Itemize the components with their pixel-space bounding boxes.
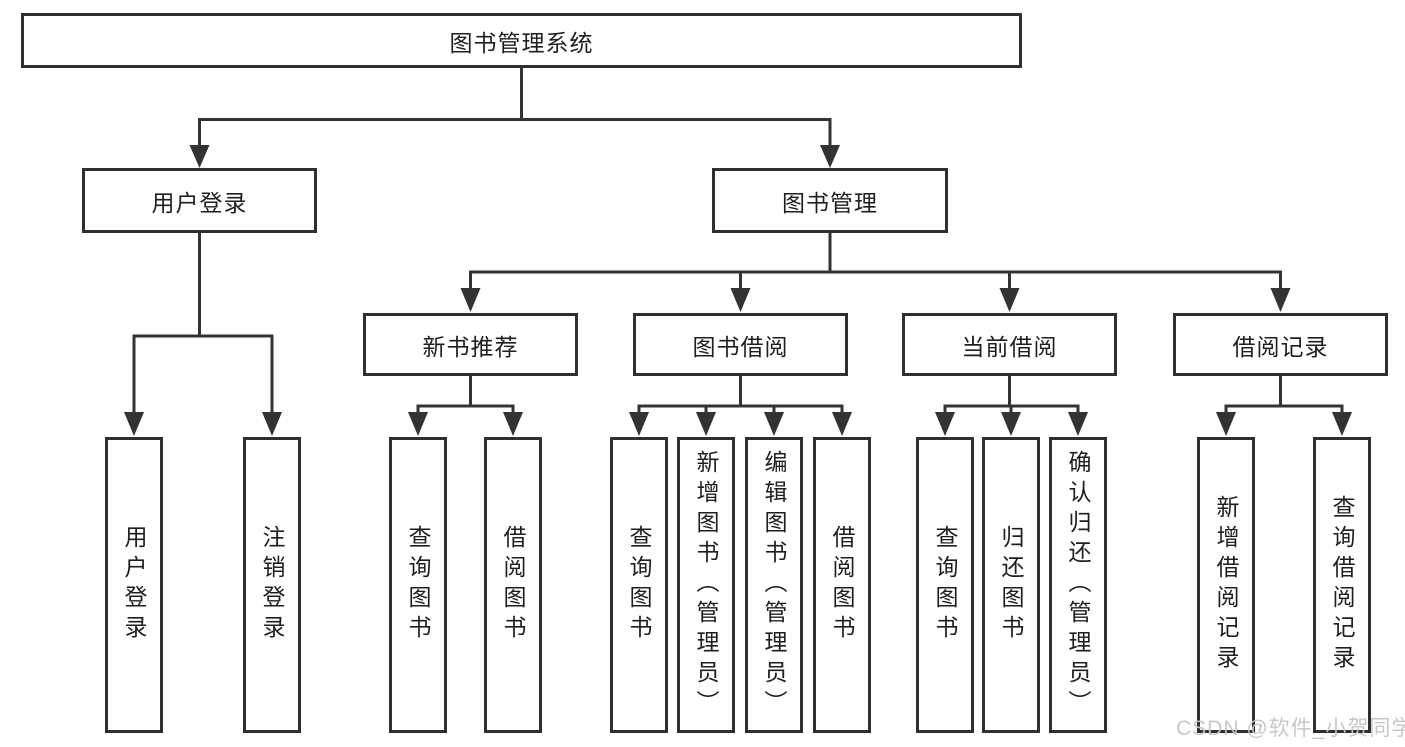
leaf-nbr-query-books-label: 查询图书	[405, 525, 431, 645]
leaf-bb-query-books: 查询图书	[610, 437, 668, 733]
leaf-br-query-record-label: 查询借阅记录	[1329, 495, 1355, 675]
node-current-borrow-label: 当前借阅	[961, 333, 1058, 360]
node-user-login: 用户登录	[82, 168, 317, 233]
node-book-borrow-label: 图书借阅	[692, 333, 789, 360]
node-user-login-label: 用户登录	[151, 189, 248, 216]
leaf-bb-edit-books-admin: 编辑图书（管理员）	[745, 437, 803, 733]
leaf-bb-borrow-books: 借阅图书	[813, 437, 871, 733]
leaf-cb-query-books-label: 查询图书	[932, 525, 958, 645]
node-new-book-recommend: 新书推荐	[363, 313, 578, 376]
node-book-management-label: 图书管理	[782, 189, 878, 216]
node-book-borrow: 图书借阅	[633, 313, 848, 376]
leaf-bb-add-books-admin-label: 新增图书（管理员）	[693, 450, 719, 720]
leaf-bb-borrow-books-label: 借阅图书	[829, 525, 855, 645]
leaf-logout-login-label: 注销登录	[259, 525, 285, 645]
leaf-br-add-record: 新增借阅记录	[1197, 437, 1255, 733]
node-borrow-records: 借阅记录	[1173, 313, 1388, 376]
leaf-br-add-record-label: 新增借阅记录	[1213, 495, 1239, 675]
leaf-bb-edit-books-admin-label: 编辑图书（管理员）	[761, 450, 787, 720]
node-root-label: 图书管理系统	[449, 29, 594, 56]
node-borrow-records-label: 借阅记录	[1232, 333, 1329, 360]
csdn-watermark: CSDN @软件_小贺同学	[1176, 717, 1405, 740]
leaf-user-login-label: 用户登录	[121, 525, 147, 645]
node-current-borrow: 当前借阅	[902, 313, 1117, 376]
leaf-cb-confirm-return-admin-label: 确认归还（管理员）	[1065, 450, 1091, 720]
leaf-user-login: 用户登录	[105, 437, 163, 733]
leaf-cb-confirm-return-admin: 确认归还（管理员）	[1049, 437, 1107, 733]
node-root-system: 图书管理系统	[21, 13, 1022, 68]
leaf-nbr-query-books: 查询图书	[389, 437, 447, 733]
leaf-cb-return-books: 归还图书	[982, 437, 1040, 733]
leaf-logout-login: 注销登录	[243, 437, 301, 733]
node-book-management: 图书管理	[712, 168, 948, 233]
leaf-br-query-record: 查询借阅记录	[1313, 437, 1371, 733]
leaf-cb-query-books: 查询图书	[916, 437, 974, 733]
leaf-bb-query-books-label: 查询图书	[626, 525, 652, 645]
leaf-bb-add-books-admin: 新增图书（管理员）	[677, 437, 735, 733]
leaf-nbr-borrow-books-label: 借阅图书	[500, 525, 526, 645]
node-new-book-recommend-label: 新书推荐	[422, 333, 519, 360]
leaf-cb-return-books-label: 归还图书	[998, 525, 1024, 645]
leaf-nbr-borrow-books: 借阅图书	[484, 437, 542, 733]
